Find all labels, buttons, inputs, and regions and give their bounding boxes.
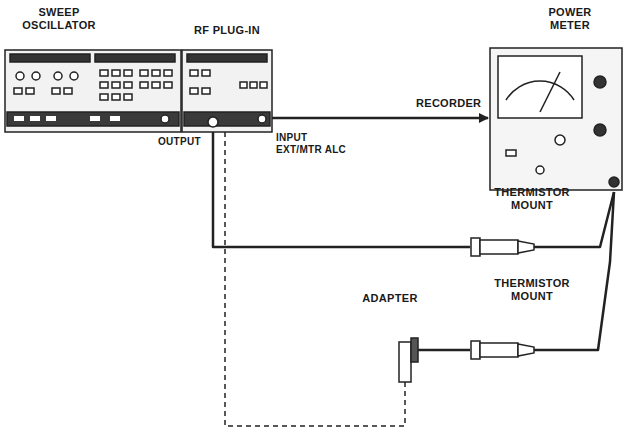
- mount-label: THERMISTOR MOUNT: [484, 277, 580, 303]
- instrument-label: RF PLUG-IN: [182, 24, 272, 37]
- port-label: INPUT EXT/MTR ALC: [276, 132, 352, 156]
- instrument-node: POWER METER: [488, 4, 624, 192]
- cable: [580, 192, 614, 247]
- dashed-cable: [225, 132, 405, 426]
- power-meter-drawing: [490, 48, 622, 190]
- cable: [272, 117, 488, 120]
- cable: [213, 132, 470, 247]
- instrument-label: SWEEP OSCILLATOR: [18, 6, 100, 32]
- instrument-node: THERMISTOR MOUNT: [470, 184, 580, 260]
- thermistor-mount-drawing: [471, 341, 580, 359]
- adapter-label: ADAPTER: [352, 292, 428, 305]
- thermistor-mount-drawing: [471, 238, 580, 256]
- cable: [580, 192, 614, 350]
- instrument-node: THERMISTOR MOUNT: [470, 275, 580, 360]
- adapter-drawing: [399, 338, 428, 382]
- cable: [428, 349, 470, 352]
- instrument-label: POWER METER: [532, 6, 608, 32]
- instrument-node: ADAPTER: [352, 290, 428, 382]
- instrument-node: SWEEP OSCILLATOR: [4, 4, 182, 132]
- sweep-oscillator-drawing: [5, 50, 181, 132]
- mount-label: THERMISTOR MOUNT: [484, 186, 580, 212]
- instrument-node: RF PLUG-IN: [182, 4, 272, 132]
- port-label: OUTPUT: [158, 136, 201, 148]
- signal-label: RECORDER: [416, 97, 481, 110]
- rf-plug-in-drawing: [182, 50, 272, 132]
